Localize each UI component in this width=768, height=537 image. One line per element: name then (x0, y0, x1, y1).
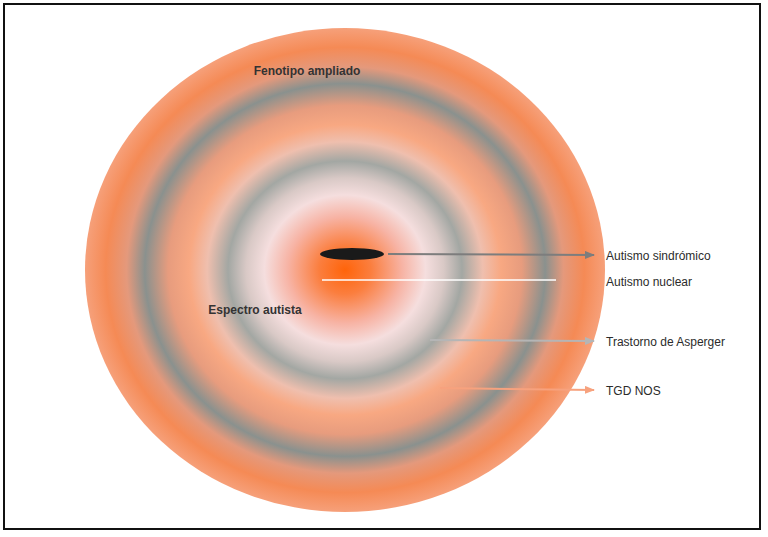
leader-arrow (440, 388, 594, 390)
leader-arrow (388, 254, 594, 255)
leader-arrow (430, 340, 594, 341)
region-label: Fenotipo ampliado (254, 64, 361, 78)
callout-label: Autismo nuclear (606, 275, 692, 289)
spectrum-circle (85, 28, 605, 512)
spectrum-node: Fenotipo ampliadoEspectro autista (85, 28, 605, 512)
callout-label: TGD NOS (606, 384, 661, 398)
region-label: Espectro autista (208, 303, 301, 317)
leader-line (322, 279, 556, 281)
syndromic-core (320, 248, 384, 260)
callout-label: Autismo sindrómico (606, 249, 711, 263)
callout-label: Trastorno de Asperger (606, 335, 725, 349)
